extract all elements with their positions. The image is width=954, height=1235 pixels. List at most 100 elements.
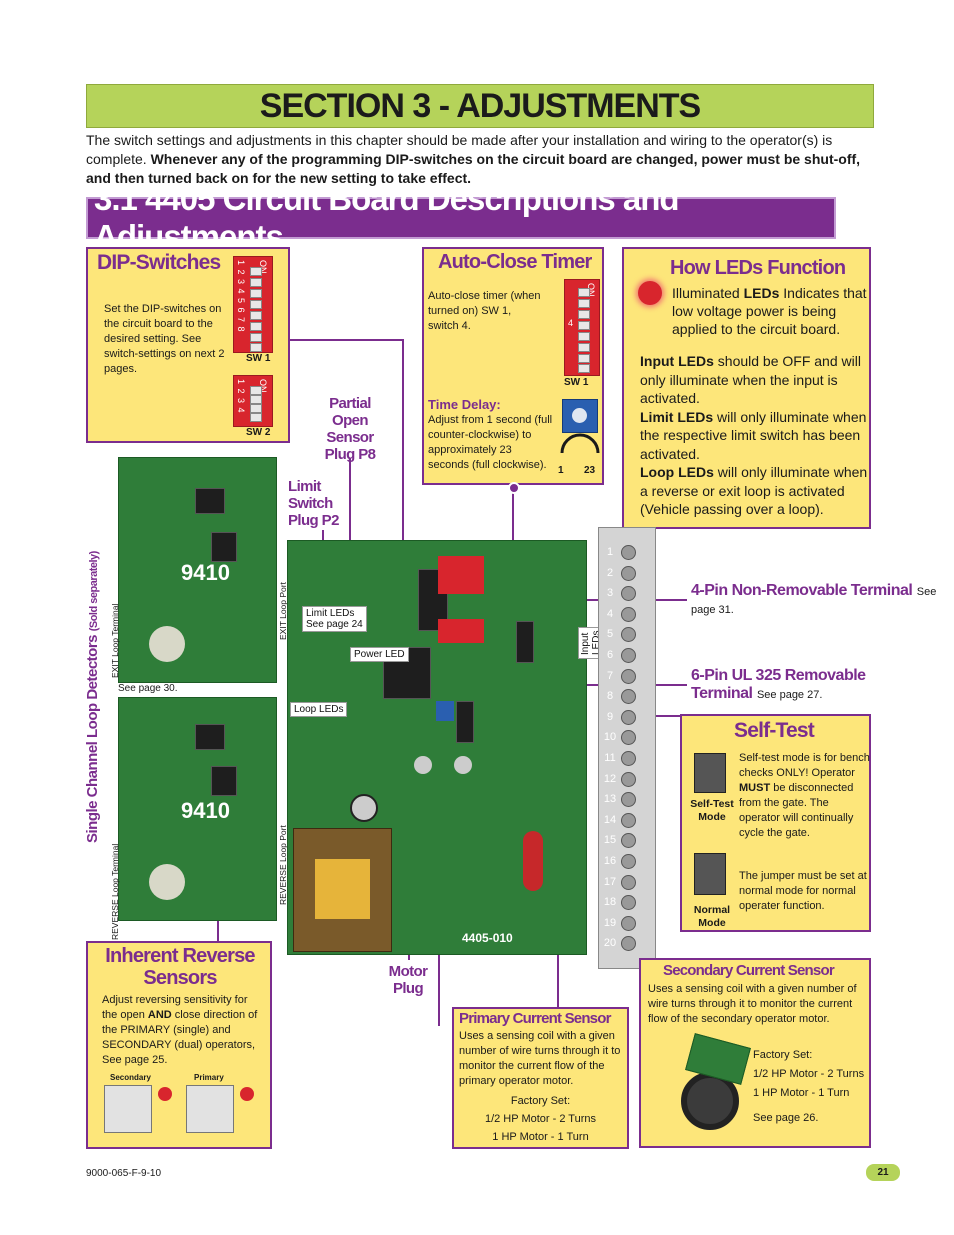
normal-mode-text: The jumper must be set at normal mode fo… xyxy=(739,870,867,912)
leds-title: How LEDs Function xyxy=(670,257,846,279)
sw2-label: SW 2 xyxy=(246,427,271,438)
primary-led-icon xyxy=(240,1087,254,1101)
self-test-mode-label: Self-Test Mode xyxy=(690,798,734,823)
terminal-screw xyxy=(621,854,636,869)
auto-close-text: Auto-close timer (when turned on) SW 1, … xyxy=(428,290,541,332)
terminal-number: 6 xyxy=(606,649,614,661)
terminal-number: 12 xyxy=(603,772,617,785)
terminal-number: 14 xyxy=(603,813,617,826)
time-delay-dial-arc xyxy=(560,433,600,454)
normal-mode-label: Normal Mode xyxy=(693,904,731,929)
loop-leds-label: Loop LEDs xyxy=(290,702,348,717)
sw2-dip-switch: ON 1 2 3 4 xyxy=(233,375,273,427)
auto-close-on-label: ON xyxy=(586,283,596,297)
terminal-screw xyxy=(621,627,636,643)
terminal-screw xyxy=(621,730,636,746)
terminal-screw xyxy=(621,812,636,828)
secondary-sensor-callout: Secondary Current Sensor Uses a sensing … xyxy=(639,958,871,1148)
sw1-numbers: 1 2 3 4 5 6 7 8 xyxy=(236,260,246,333)
dial-min-label: 1 xyxy=(558,465,564,476)
sw2-on-label: ON xyxy=(258,379,268,393)
exit-loop-detector-board: 9410 xyxy=(118,457,277,683)
terminal-number: 9 xyxy=(606,710,614,723)
terminal-screw xyxy=(621,895,636,911)
primary-potentiometer xyxy=(186,1085,234,1133)
primary-pot-label: Primary xyxy=(194,1073,224,1082)
terminal-screw xyxy=(621,936,636,952)
terminal-number: 17 xyxy=(603,875,617,888)
auto-close-sw-label: SW 1 xyxy=(564,377,589,388)
time-delay-text: Adjust from 1 second (full counter-clock… xyxy=(428,414,553,471)
leds-detail-text: Input LEDs should be OFF and will only i… xyxy=(640,353,868,517)
terminal-number: 3 xyxy=(606,587,614,600)
board-model-label: 4405-010 xyxy=(462,931,513,945)
inherent-title: Inherent Reverse Sensors xyxy=(105,945,255,989)
primary-sensor-text: Uses a sensing coil with a given number … xyxy=(459,1030,621,1087)
sw1-dip-switch: ON 1 2 3 4 5 6 7 8 xyxy=(233,256,273,353)
red-led-icon xyxy=(638,281,662,305)
auto-close-dip-switch: ON 4 xyxy=(564,279,600,376)
four-pin-terminal-label: 4-Pin Non-Removable Terminal See page 31… xyxy=(691,582,937,616)
terminal-number: 8 xyxy=(606,690,614,703)
page-number: 21 xyxy=(866,1164,900,1181)
terminal-screw xyxy=(621,565,636,581)
intro-normal-text: The switch settings and adjustments in t… xyxy=(86,132,833,167)
terminal-number: 2 xyxy=(606,566,614,579)
secondary-sensor-title: Secondary Current Sensor xyxy=(663,962,835,979)
intro-paragraph: The switch settings and adjustments in t… xyxy=(86,131,872,188)
inherent-text: Adjust reversing sensitivity for the ope… xyxy=(102,994,258,1066)
terminal-screw xyxy=(621,689,636,705)
leds-illuminated-text: Illuminated LEDs Indicates that low volt… xyxy=(672,285,867,337)
terminal-number: 5 xyxy=(606,628,614,641)
self-test-callout: Self-Test Self-Test Mode Self-test mode … xyxy=(680,714,871,932)
terminal-number: 15 xyxy=(603,834,617,847)
terminal-number: 10 xyxy=(603,731,617,744)
terminal-screw xyxy=(621,668,636,684)
terminal-screw xyxy=(621,874,636,890)
partial-open-label: Partial Open Sensor Plug P8 xyxy=(324,395,376,463)
secondary-pot-label: Secondary xyxy=(110,1073,151,1082)
terminal-number: 7 xyxy=(606,669,614,682)
exit-loop-terminal-label: EXIT Loop Terminal xyxy=(110,603,120,678)
auto-close-title: Auto-Close Timer xyxy=(438,251,592,273)
auto-close-sw-number: 4 xyxy=(568,318,574,328)
footer-code: 9000-065-F-9-10 xyxy=(86,1168,162,1179)
auto-close-callout: Auto-Close Timer Auto-close timer (when … xyxy=(422,247,604,485)
terminal-number: 19 xyxy=(603,916,617,929)
time-delay-title: Time Delay: xyxy=(428,397,501,412)
section-title: SECTION 3 - ADJUSTMENTS xyxy=(86,84,874,128)
terminal-number: 1 xyxy=(606,546,614,558)
power-led-label: Power LED xyxy=(350,647,409,662)
terminal-number: 16 xyxy=(603,855,617,867)
six-pin-terminal-label: 6-Pin UL 325 Removable Terminal See page… xyxy=(691,667,866,702)
see-page-30: See page 30. xyxy=(118,683,178,694)
terminal-number: 11 xyxy=(604,752,616,764)
self-test-title: Self-Test xyxy=(734,719,815,742)
terminal-number: 20 xyxy=(603,937,617,950)
dip-switches-callout: DIP-Switches Set the DIP-switches on the… xyxy=(86,247,290,443)
terminal-number: 18 xyxy=(603,896,617,909)
sw2-numbers: 1 2 3 4 xyxy=(236,379,246,414)
primary-sensor-callout: Primary Current Sensor Uses a sensing co… xyxy=(452,1007,629,1149)
exit-detector-model: 9410 xyxy=(181,560,230,585)
reverse-detector-model: 9410 xyxy=(181,798,230,823)
loop-detectors-label: Single Channel Loop Detectors (Sold sepa… xyxy=(84,551,101,843)
intro-bold-text: Whenever any of the programming DIP-swit… xyxy=(86,151,861,186)
self-test-jumper-icon xyxy=(694,753,726,793)
reverse-loop-detector-board: 9410 xyxy=(118,697,277,921)
terminal-number: 4 xyxy=(606,607,614,620)
motor-plug-label: Motor Plug xyxy=(388,963,428,997)
terminal-screw xyxy=(621,792,636,808)
terminal-screw xyxy=(621,709,636,725)
primary-sensor-title: Primary Current Sensor xyxy=(459,1010,611,1027)
secondary-led-icon xyxy=(158,1087,172,1101)
sw1-label: SW 1 xyxy=(246,353,271,364)
terminal-screw xyxy=(621,751,636,766)
inherent-reverse-callout: Inherent Reverse Sensors Adjust reversin… xyxy=(86,941,272,1149)
sw1-on-label: ON xyxy=(258,260,268,274)
terminal-screw xyxy=(621,915,636,931)
terminal-screw xyxy=(621,586,636,602)
secondary-potentiometer xyxy=(104,1085,152,1133)
